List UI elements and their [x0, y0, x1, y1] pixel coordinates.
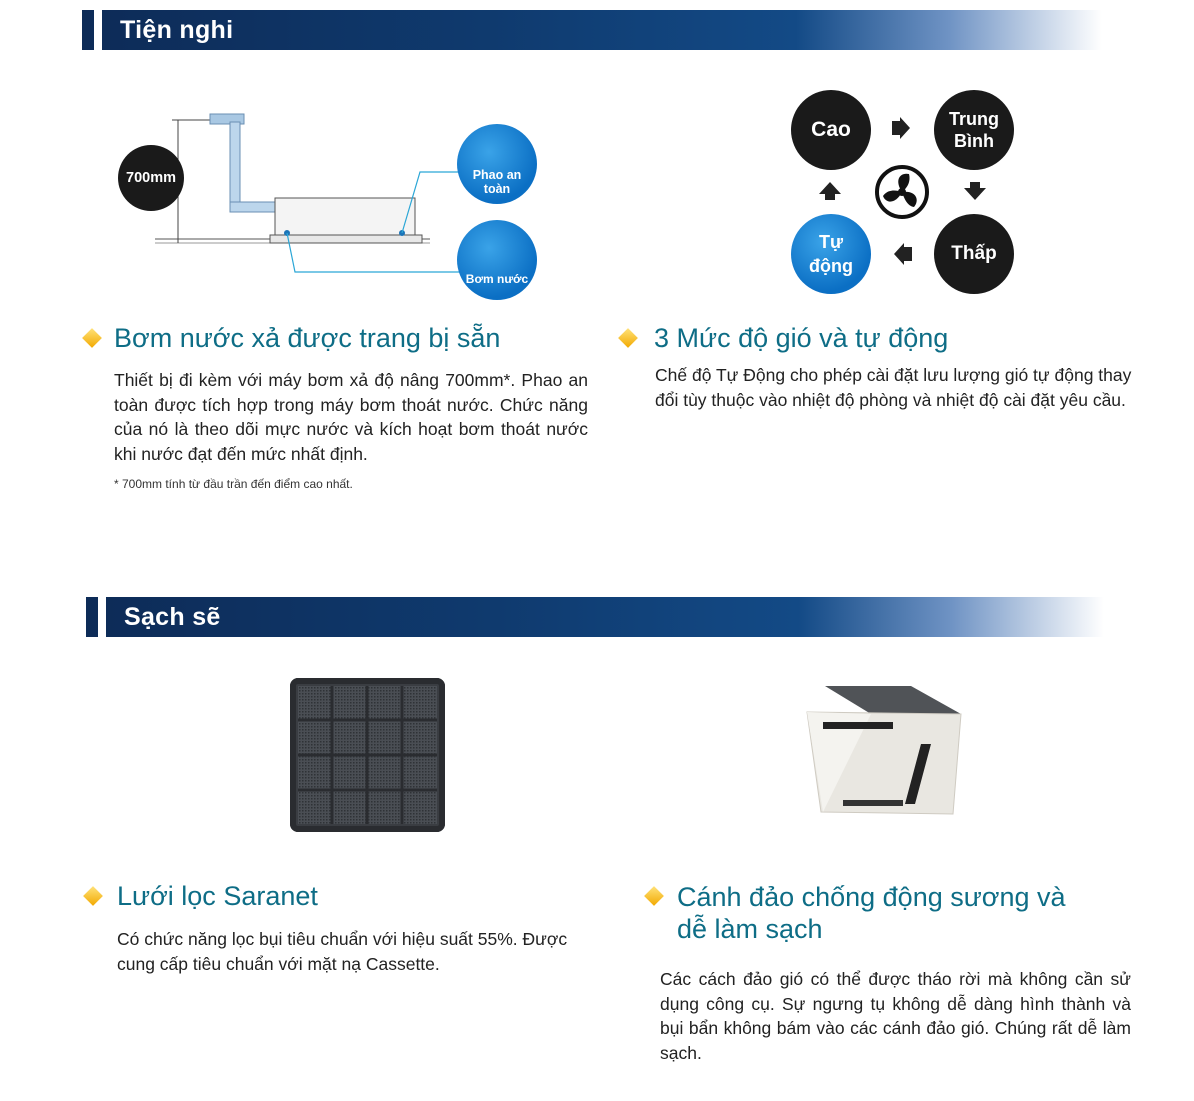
mode-low: Thấp	[934, 214, 1014, 294]
feature-filter-heading: Lưới lọc Saranet	[117, 881, 318, 911]
feature-flap-heading-line2: dễ làm sạch	[677, 914, 823, 944]
mode-high: Cao	[791, 90, 871, 170]
bullet-diamond-icon	[82, 328, 102, 348]
cassette-panel-image	[803, 684, 965, 822]
feature-pump-heading: Bơm nước xả được trang bị sẵn	[114, 323, 501, 353]
pump-badge: Bơm nước	[457, 220, 537, 300]
bullet-diamond-icon	[83, 886, 103, 906]
arrow-down-icon	[964, 182, 986, 200]
feature-flap-text: Các cách đảo gió có thể được tháo rời mà…	[660, 969, 1131, 1063]
float-badge: Phao an toàn	[457, 124, 537, 204]
height-label: 700mm	[126, 170, 176, 186]
mode-high-label: Cao	[811, 118, 851, 141]
float-label: Phao an toàn	[472, 168, 522, 196]
header-accent-bar	[94, 10, 102, 50]
drain-pump-diagram: 700mm Phao an toàn Bơm nước	[110, 100, 550, 310]
section-title: Tiện nghi	[120, 16, 234, 44]
feature-fan-heading: 3 Mức độ gió và tự động	[654, 323, 949, 353]
mode-auto-label: Tự động	[809, 232, 853, 276]
fan-arrows	[819, 117, 986, 265]
arrow-right-icon	[892, 117, 910, 139]
feature-filter-text: Có chức năng lọc bụi tiêu chuẩn với hiệu…	[117, 929, 568, 974]
mode-medium: Trung Bình	[934, 90, 1014, 170]
section-title: Sạch sẽ	[124, 603, 221, 631]
feature-flap-heading: Cánh đảo chống động sương và dễ làm sạch	[677, 881, 1066, 945]
pump-label: Bơm nước	[465, 272, 529, 286]
saranet-filter-image	[290, 678, 445, 832]
fan-icon	[875, 165, 929, 219]
fan-mode-diagram: Cao Trung Bình Tự động Thấp	[790, 90, 1020, 300]
mode-auto: Tự động	[791, 214, 871, 294]
header-accent-bar	[98, 597, 106, 637]
feature-pump-text: Thiết bị đi kèm với máy bơm xả độ nâng 7…	[114, 370, 588, 464]
bullet-diamond-icon	[644, 886, 664, 906]
filter-mesh	[298, 686, 437, 824]
feature-fan-text: Chế độ Tự Động cho phép cài đặt lưu lượn…	[655, 365, 1132, 410]
mode-medium-label: Trung Bình	[949, 109, 999, 151]
cassette-illustration	[806, 686, 962, 815]
arrow-up-icon	[819, 182, 841, 200]
height-badge: 700mm	[118, 145, 184, 211]
section-header-comfort: Tiện nghi	[82, 10, 1102, 50]
section-header-clean: Sạch sẽ	[86, 597, 1104, 637]
bullet-diamond-icon	[618, 328, 638, 348]
arrow-left-icon	[894, 243, 912, 265]
feature-pump-note: * 700mm tính từ đầu trần đến điểm cao nh…	[114, 477, 353, 491]
feature-flap-heading-line1: Cánh đảo chống động sương và	[677, 882, 1066, 912]
mode-low-label: Thấp	[951, 243, 997, 264]
